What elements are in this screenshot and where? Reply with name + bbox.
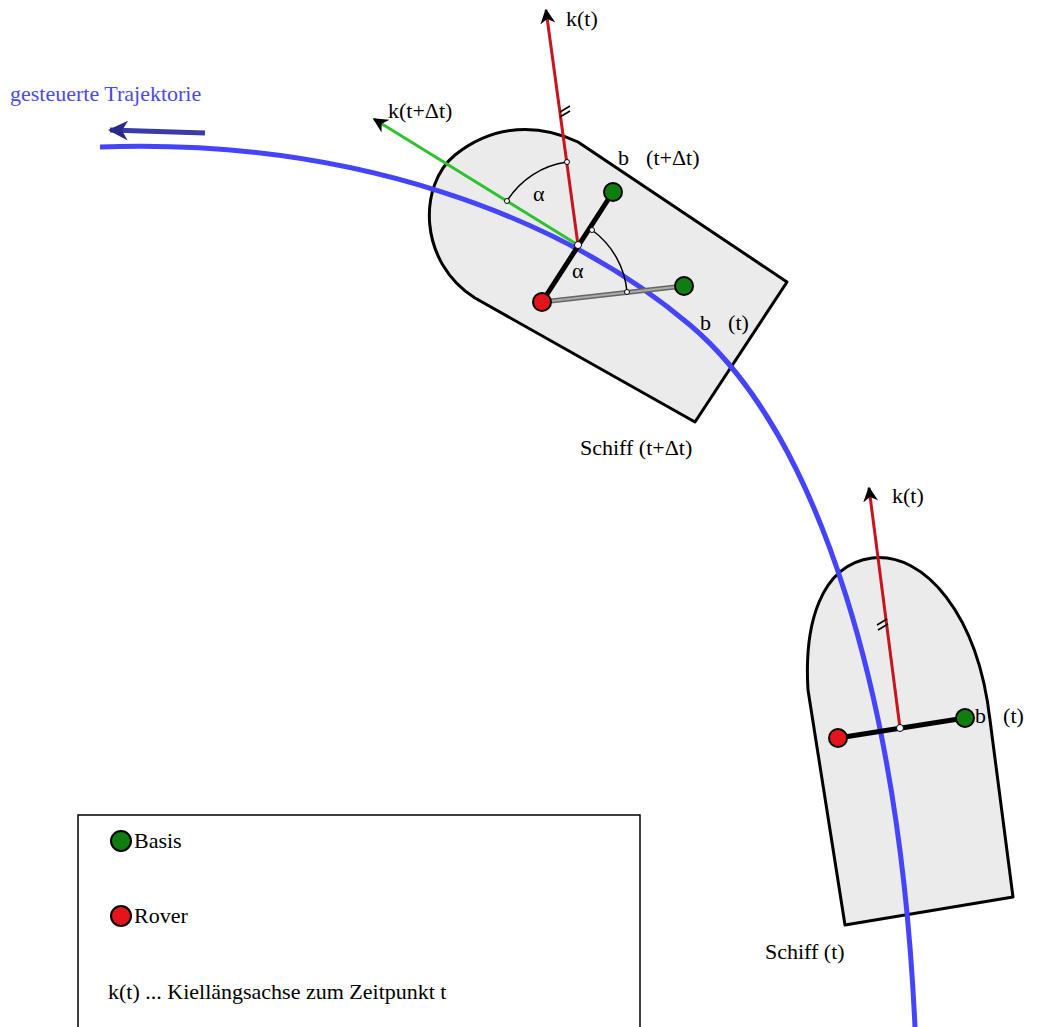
legend-swatch <box>110 830 132 852</box>
legend-swatch <box>110 905 132 927</box>
legend-entry: Rover <box>110 904 188 928</box>
angle-label: α <box>572 259 584 283</box>
legend-text: Basis <box>134 829 182 853</box>
baseline-label: b⃗(t) <box>700 311 749 335</box>
baseline-label: b⃗(t+Δt) <box>618 146 700 170</box>
trajectory-label: gesteuerte Trajektorie <box>10 82 201 106</box>
ship-label: Schiff (t+Δt) <box>580 436 692 460</box>
ship-label: Schiff (t) <box>765 940 845 964</box>
keel-axis-label: k(t) <box>566 7 598 31</box>
legend-text: Rover <box>134 904 188 928</box>
angle-label: α <box>533 182 545 206</box>
legend-entry: k(t) ... Kiellängsachse zum Zeitpunkt t <box>108 980 446 1004</box>
baseline-label: b⃗(t) <box>975 704 1024 728</box>
legend-text: k(t) ... Kiellängsachse zum Zeitpunkt t <box>108 980 446 1004</box>
keel-axis-label: k(t+Δt) <box>388 99 452 123</box>
legend-entry: Basis <box>110 829 182 853</box>
keel-axis-label: k(t) <box>892 484 924 508</box>
